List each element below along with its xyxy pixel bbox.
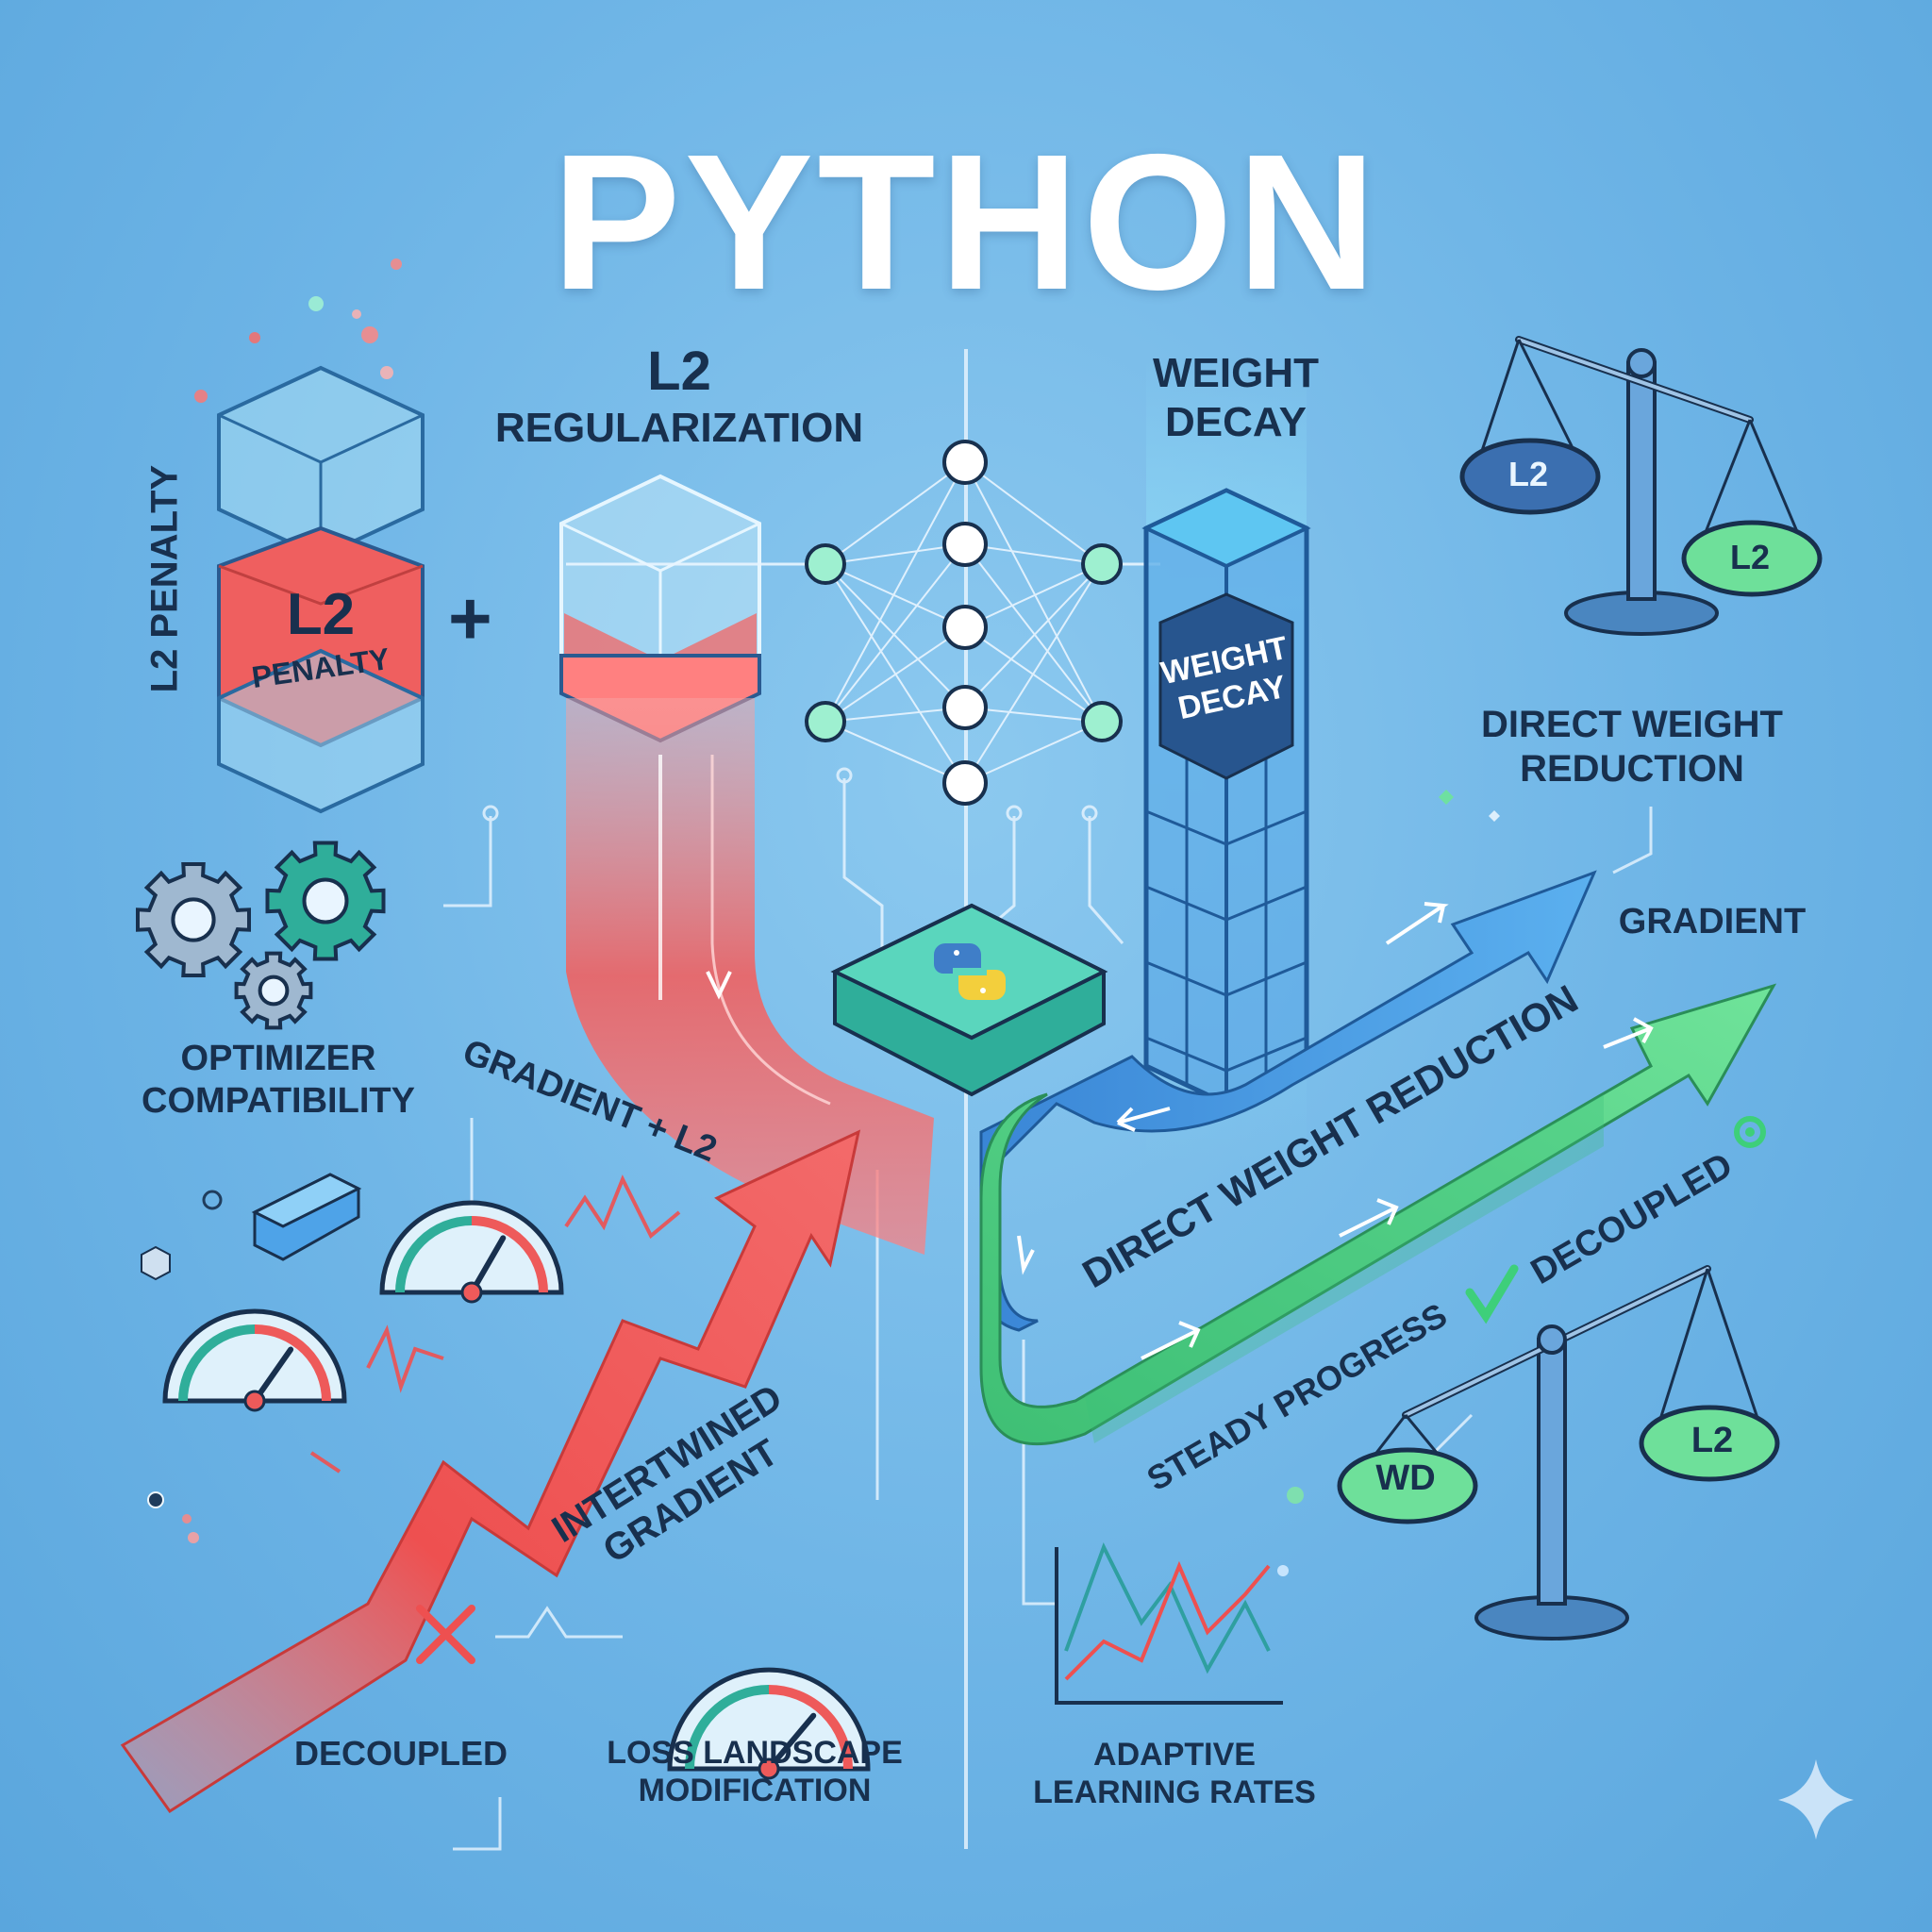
optimizer-label-line2: COMPATIBILITY (142, 1080, 415, 1121)
python-logo-icon (934, 943, 1006, 1000)
pulse-lines (309, 1174, 681, 1474)
direct-weight-label-line1: DIRECT WEIGHT (1481, 704, 1783, 745)
gradient-label: GRADIENT (1618, 902, 1807, 941)
gear-icon (265, 841, 386, 961)
cube-l2-label: L2 (286, 582, 356, 647)
neural-network (566, 461, 1160, 784)
scale-icon (1459, 336, 1823, 636)
confetti (147, 258, 1500, 1576)
optimizer-label: OPTIMIZER COMPATIBILITY (108, 1038, 448, 1123)
target-ring-icon (1734, 1116, 1766, 1148)
loss-landscape-line2: MODIFICATION (638, 1773, 872, 1809)
blue-arrow (979, 870, 1597, 1332)
network-node (1081, 543, 1123, 585)
network-node (805, 701, 846, 742)
loss-landscape-line1: LOSS LANDSCAPE (607, 1735, 903, 1771)
gauge-icon (162, 1308, 347, 1412)
gauge-icon (667, 1667, 871, 1780)
optimizer-label-line1: OPTIMIZER (180, 1039, 376, 1078)
x-mark-icon (416, 1605, 475, 1664)
gear-icon (234, 951, 313, 1030)
l2-penalty-cube (217, 365, 425, 814)
network-node (942, 440, 988, 485)
adaptive-learning-chart (1055, 1541, 1283, 1705)
loss-landscape-label: LOSS LANDSCAPE MODIFICATION (594, 1734, 915, 1809)
green-arrow (979, 983, 1777, 1446)
direct-weight-label: DIRECT WEIGHT REDUCTION (1448, 703, 1816, 791)
decoupled-bottom-label: DECOUPLED (293, 1734, 508, 1773)
adaptive-learning-label: ADAPTIVE LEARNING RATES (1014, 1736, 1335, 1811)
page-title: PYTHON (551, 114, 1381, 330)
adaptive-learning-line1: ADAPTIVE (1093, 1737, 1256, 1773)
l2-heading-line2: REGULARIZATION (494, 405, 864, 452)
weight-decay-heading-line2: DECAY (1165, 398, 1307, 445)
weight-decay-heading: WEIGHT DECAY (1123, 349, 1349, 447)
gauge-icon (162, 1200, 871, 1780)
small-blocks (141, 1173, 362, 1281)
adaptive-learning-line2: LEARNING RATES (1033, 1774, 1316, 1811)
scale-bottom-right-pan-label: L2 (1690, 1421, 1734, 1460)
scale-top-right-pan-label: L2 (1729, 538, 1770, 576)
sparkle-icon (1778, 1759, 1854, 1840)
scale-bottom-left-pan-label: WD (1375, 1458, 1436, 1498)
check-icon (1465, 1264, 1519, 1324)
python-chip (830, 903, 1108, 1097)
direct-weight-label-line2: REDUCTION (1520, 748, 1744, 791)
neural-network-nodes (805, 440, 1123, 806)
l2-regularization-column (559, 474, 934, 1255)
weight-decay-tower (1141, 358, 1311, 1170)
gauge-icon (379, 1200, 564, 1304)
scale-icon (1337, 336, 1823, 1641)
network-node (805, 543, 846, 585)
network-node (942, 605, 988, 650)
scale-icon (1337, 1265, 1780, 1641)
network-node (1081, 701, 1123, 742)
plus-sign: + (448, 576, 492, 660)
network-node (942, 760, 988, 806)
intertwined-gradient-arrow (120, 1129, 861, 1814)
gear-icon (136, 862, 251, 977)
l2-regularization-heading: L2 REGULARIZATION (443, 340, 915, 453)
l2-heading-line1: L2 (647, 341, 711, 402)
scale-top-left-pan-label: L2 (1507, 455, 1548, 493)
network-node (942, 522, 988, 567)
network-node (942, 685, 988, 730)
weight-decay-heading-line1: WEIGHT (1153, 350, 1319, 396)
gear-icon (136, 841, 386, 1030)
l2-penalty-side-label: L2 PENALTY (143, 464, 186, 693)
